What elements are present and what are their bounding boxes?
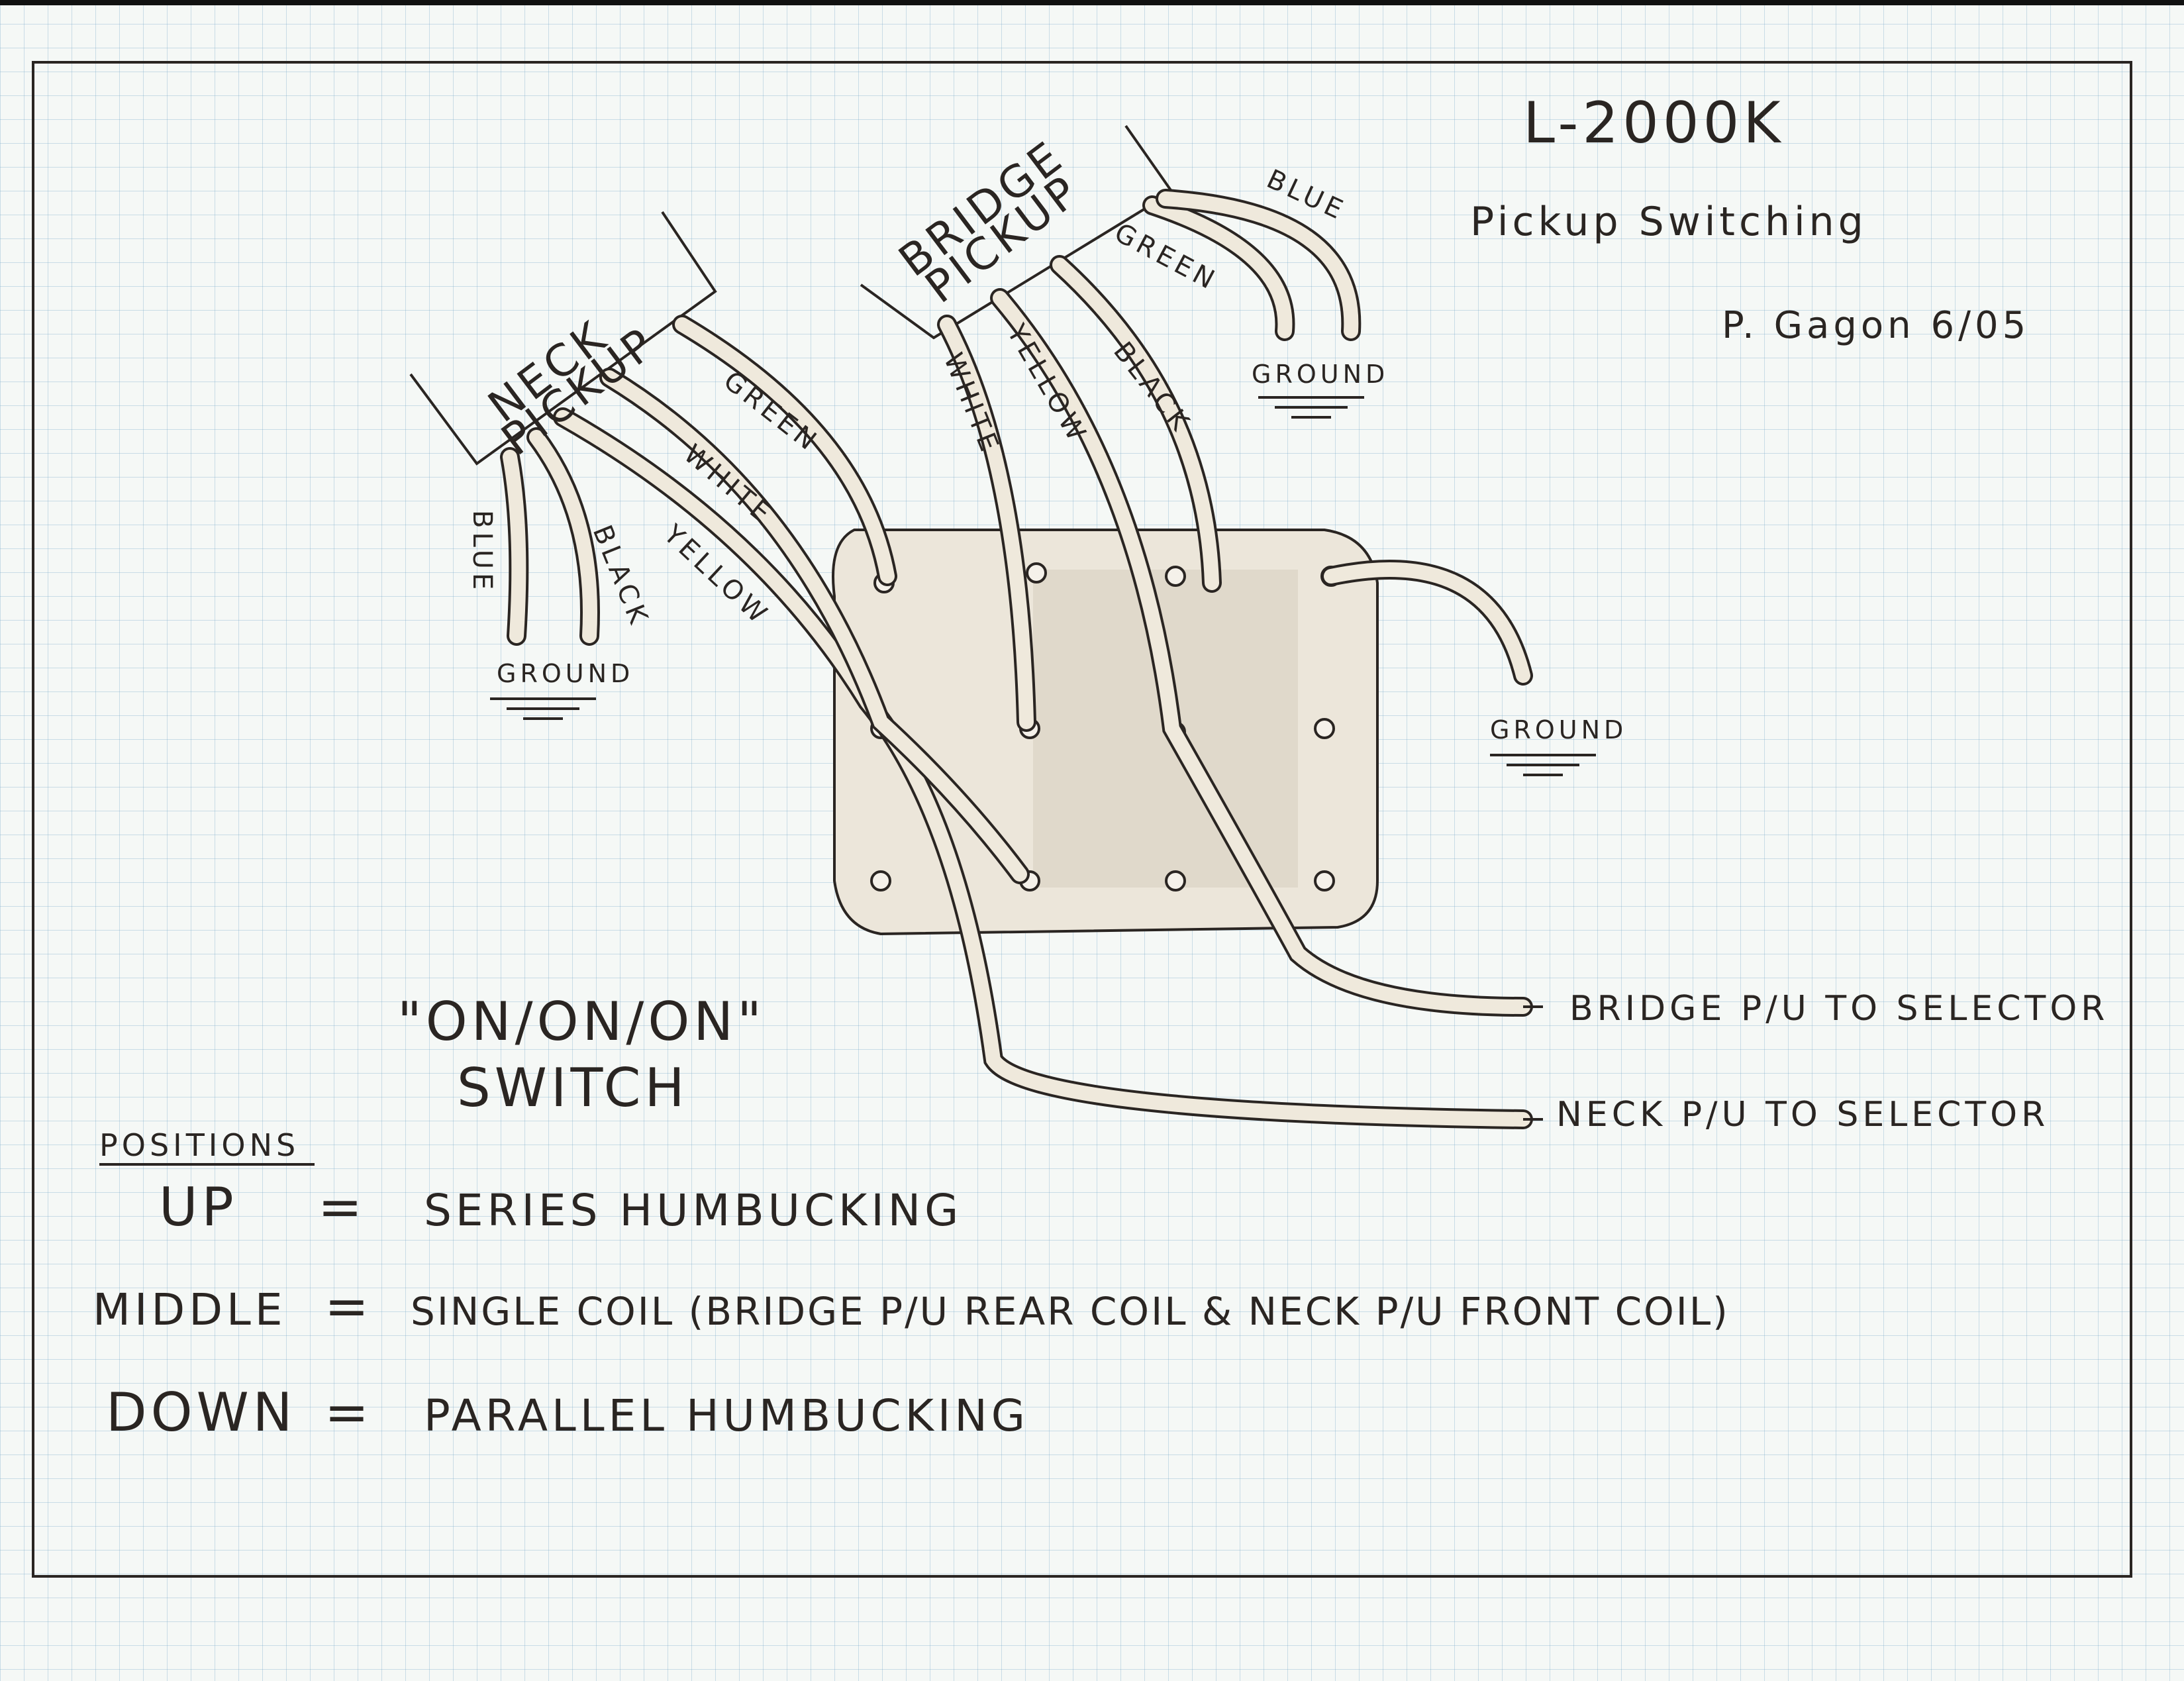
lug (1026, 562, 1047, 584)
position-up: UP (159, 1176, 238, 1238)
scan-top-edge (0, 0, 2184, 5)
switch-ground-label: GROUND (1490, 715, 1627, 744)
drawing-border (32, 61, 2132, 1578)
model-title: L-2000K (1523, 90, 1785, 156)
lug (1314, 870, 1335, 891)
bridge-ground-label: GROUND (1252, 360, 1389, 389)
neck-pickup (409, 211, 717, 466)
position-down-desc: PARALLEL HUMBUCKING (424, 1390, 1029, 1441)
neck-ground-label: GROUND (497, 659, 634, 688)
author-date: P. Gagon 6/05 (1722, 304, 2030, 347)
bridge-wire-black-label: BLACK (1107, 336, 1197, 440)
bridge-wire-yellow-label: YELLOW (1001, 319, 1093, 449)
position-down: DOWN (106, 1382, 297, 1443)
bridge-wires (937, 189, 1533, 1017)
ground-symbols (490, 396, 1596, 1121)
lug (1165, 566, 1186, 587)
position-up-equals: = (318, 1176, 366, 1238)
switch-label: SWITCH (457, 1057, 689, 1119)
subtitle: Pickup Switching (1470, 199, 1867, 245)
position-up-desc: SERIES HUMBUCKING (424, 1185, 962, 1236)
lug (1314, 718, 1335, 739)
switch-type-label: "ON/ON/ON" (397, 991, 766, 1052)
neck-wire-blue-label: BLUE (467, 510, 497, 593)
position-middle: MIDDLE (93, 1284, 287, 1335)
bridge-output-label: BRIDGE P/U TO SELECTOR (1569, 989, 2109, 1029)
positions-heading: POSITIONS (99, 1127, 299, 1163)
lug (870, 870, 891, 891)
position-middle-desc: SINGLE COIL (BRIDGE P/U REAR COIL & NECK… (411, 1289, 1730, 1334)
neck-output-label: NECK P/U TO SELECTOR (1556, 1095, 2049, 1135)
bridge-wire-white-label: WHITE (938, 349, 1006, 460)
position-down-equals: = (324, 1382, 373, 1443)
switch-body (832, 529, 1379, 936)
position-middle-equals: = (324, 1276, 373, 1337)
lug (1165, 870, 1186, 891)
neck-wires (500, 315, 1533, 1129)
